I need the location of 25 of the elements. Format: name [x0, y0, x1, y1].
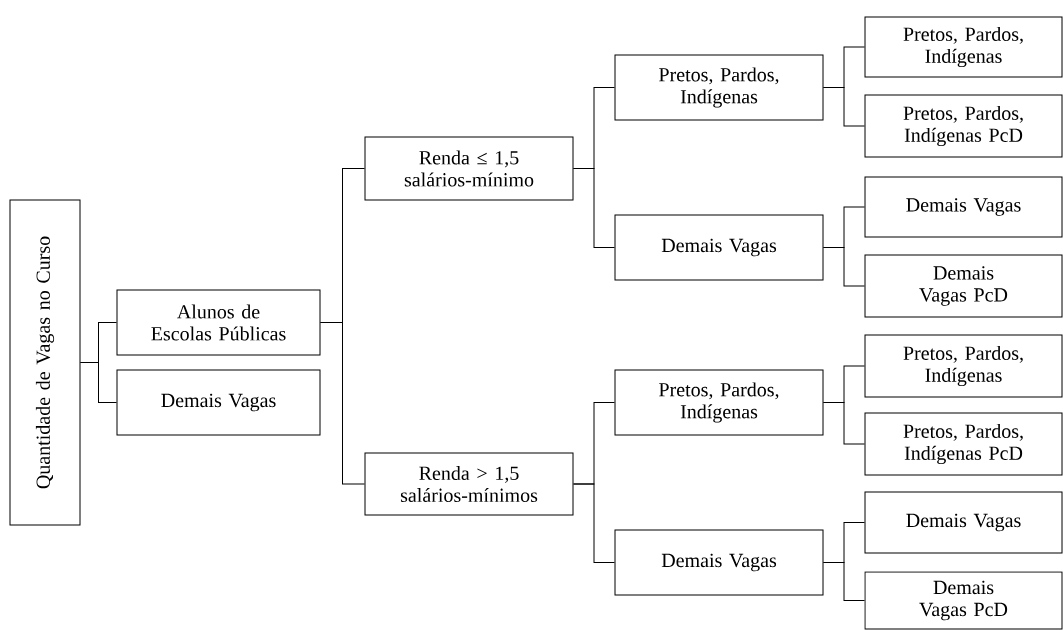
box: Alunos de Escolas Públicas [116, 289, 321, 356]
box: Pretos, Pardos, Indígenas [864, 16, 1063, 78]
box: Pretos, Pardos, Indígenas [614, 369, 824, 436]
box: Quantidade de Vagas no Curso [9, 199, 81, 526]
box: Demais Vagas [614, 529, 824, 596]
connector [823, 402, 865, 445]
box: Demais Vagas [864, 491, 1063, 554]
box: Pretos, Pardos, Indígenas [864, 334, 1063, 398]
box: Demais Vagas [116, 369, 321, 436]
box: Demais Vagas [614, 214, 824, 281]
box: Renda > 1,5 salários-mínimos [364, 452, 574, 516]
box: Demais Vagas PcD [864, 571, 1063, 630]
box: Pretos, Pardos, Indígenas PcD [864, 412, 1063, 476]
box: Renda ≤ 1,5 salários-mínimo [364, 136, 574, 201]
connector [823, 247, 865, 287]
box: Pretos, Pardos, Indígenas [614, 54, 824, 121]
connector [573, 168, 615, 248]
connector [80, 362, 117, 403]
box: Demais Vagas PcD [864, 254, 1063, 318]
connector [823, 562, 865, 601]
connector [320, 322, 365, 485]
box: Pretos, Pardos, Indígenas PcD [864, 94, 1063, 158]
connector [573, 483, 615, 563]
connector [823, 87, 865, 127]
box: Demais Vagas [864, 176, 1063, 238]
